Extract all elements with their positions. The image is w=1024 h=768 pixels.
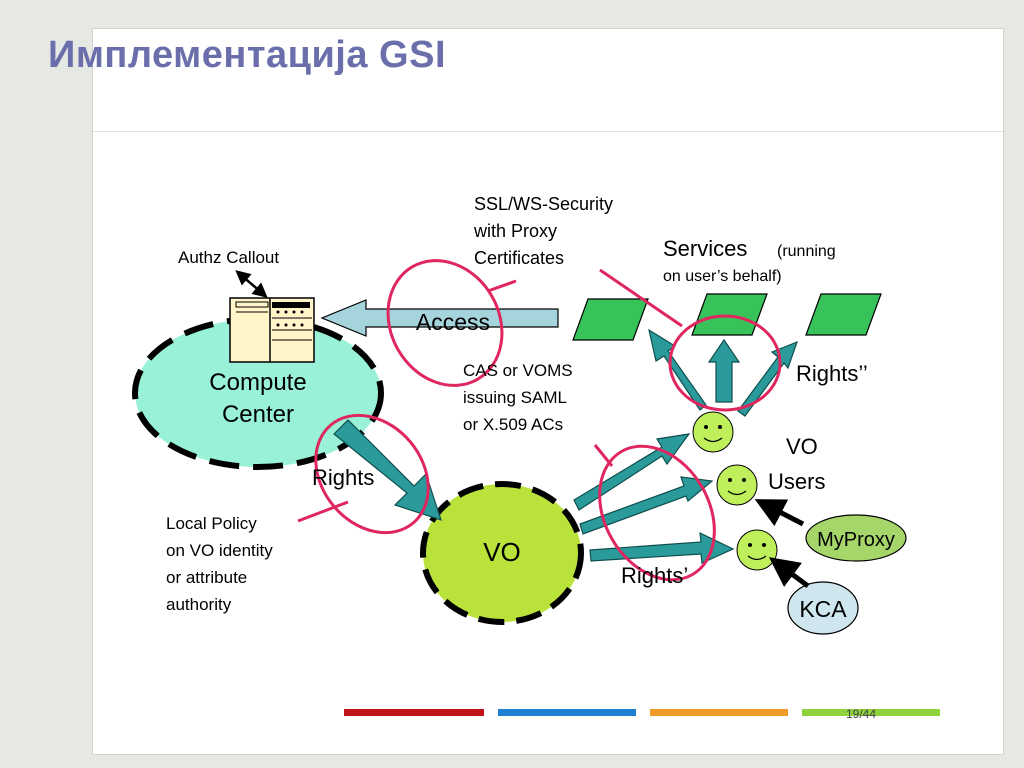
- services-note-1: (running: [777, 243, 836, 260]
- ssl-label-3: Certificates: [474, 248, 564, 268]
- footer-bar-red: [344, 709, 484, 716]
- ssl-label-2: with Proxy: [473, 221, 557, 241]
- access-label: Access: [416, 309, 490, 335]
- kca-to-user-arrow: [768, 557, 810, 589]
- server-rack-icon: [229, 297, 315, 363]
- kca-node: [787, 581, 859, 635]
- vo-users-label-2: Users: [768, 469, 825, 494]
- highlight-access: [386, 259, 504, 387]
- myproxy-label: MyProxy: [817, 529, 895, 551]
- smiley-user-icon: [736, 529, 778, 571]
- vo-users-label-1: VO: [786, 434, 818, 459]
- user-to-service1-arrow: [648, 328, 707, 411]
- footer-bar-orange: [650, 709, 788, 716]
- user-to-service3-arrow: [737, 340, 798, 417]
- rights-double-label: Rights’’: [796, 361, 868, 386]
- services-note-2: on user’s behalf): [663, 268, 782, 285]
- myproxy-node: [805, 514, 907, 562]
- local-policy-label-4: authority: [166, 595, 232, 614]
- myproxy-to-user-arrow: [754, 499, 805, 527]
- service-box-3: [805, 293, 882, 336]
- local-policy-label-2: on VO identity: [166, 541, 273, 560]
- rights-label: Rights: [312, 465, 374, 490]
- compute-center-label-1: Compute: [209, 369, 306, 396]
- vo-to-user2-arrow: [579, 476, 714, 535]
- compute-center-label-2: Center: [222, 401, 294, 428]
- kca-label: KCA: [799, 596, 847, 622]
- pointer-cas: [593, 444, 614, 467]
- compute-center-node: [132, 316, 384, 470]
- vo-node: [420, 481, 584, 625]
- highlight-vo-arrows: [598, 444, 716, 582]
- services-label: Services: [663, 236, 747, 261]
- footer-bar-blue: [498, 709, 636, 716]
- footer-color-bars: [344, 709, 940, 716]
- pointer-services: [599, 268, 683, 328]
- authz-callout-label: Authz Callout: [178, 248, 279, 267]
- rights-arrow-to-vo: [333, 419, 442, 521]
- cas-label-3: or X.509 ACs: [463, 415, 563, 434]
- service-box-2: [691, 293, 768, 336]
- rights-single-label: Rights’: [621, 563, 688, 588]
- user-to-service2-arrow: [707, 338, 741, 403]
- slide-title: Имплементација GSI: [48, 34, 447, 76]
- title-band: [93, 29, 1003, 132]
- footer-bar-green: [802, 709, 940, 716]
- cas-label-1: CAS or VOMS: [463, 361, 573, 380]
- pointer-local-policy: [297, 500, 349, 523]
- pointer-ssl: [487, 279, 517, 293]
- smiley-user-icon: [692, 411, 734, 453]
- smiley-user-icon: [716, 464, 758, 506]
- page-number: 19/44: [846, 707, 877, 721]
- local-policy-label-3: or attribute: [166, 568, 247, 587]
- cas-label-2: issuing SAML: [463, 388, 567, 407]
- vo-label: VO: [483, 537, 521, 567]
- local-policy-label-1: Local Policy: [166, 514, 257, 533]
- ssl-label-1: SSL/WS-Security: [474, 194, 613, 214]
- service-box-1: [572, 298, 649, 341]
- highlight-services: [668, 314, 782, 412]
- vo-to-user1-arrow: [573, 433, 691, 511]
- authz-callout-arrow: [235, 270, 268, 298]
